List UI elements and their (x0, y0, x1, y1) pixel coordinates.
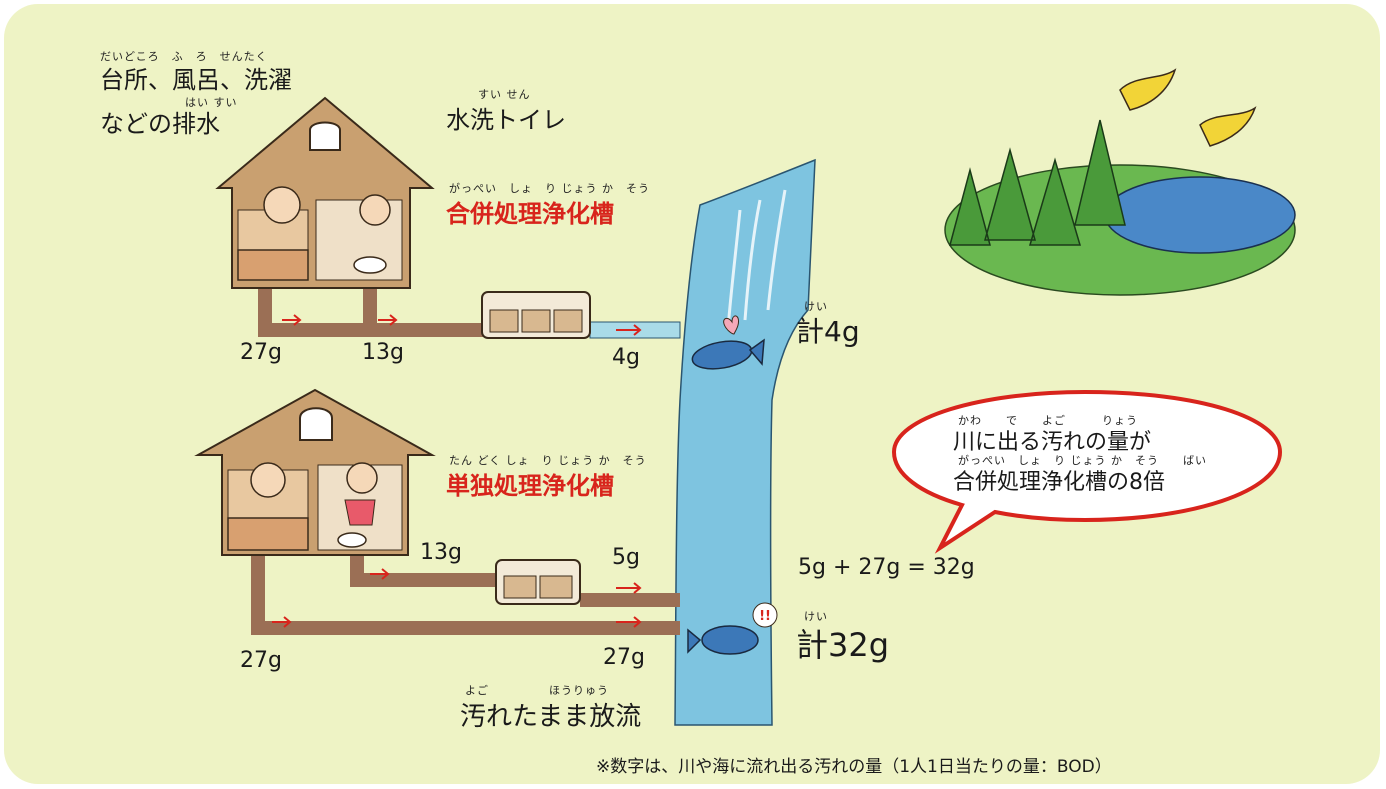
amount-house2-toilet: 13g (420, 540, 462, 565)
flow-arrows (272, 314, 642, 628)
amount-house1-kitchen: 27g (240, 340, 282, 365)
pipe-house1-kitchen (258, 288, 490, 337)
bubble-line2-ruby: がっぺい しょ り じょう か そう ばい (958, 454, 1207, 467)
combined-tank-ruby: がっぺい しょ り じょう か そう (449, 182, 650, 195)
forest-pond-illustration (944, 68, 1296, 296)
total1-label: 計4g (796, 315, 860, 348)
bubble-line2: 合併処理浄化槽の8倍 (953, 470, 1165, 495)
kitchen-label-line2: などの排水 (100, 110, 220, 138)
kitchen-ruby: だいどころ ふ ろ せんたく (100, 50, 268, 63)
amount-house2-kitchen-out: 27g (603, 645, 645, 670)
distressed-fish-icon: !! (687, 602, 778, 655)
single-tank-ruby: たん どく しょ り じょう か そう (449, 454, 647, 467)
combined-tank-icon (481, 291, 591, 339)
total2-ruby: けい (804, 610, 828, 623)
amount-house2-kitchen: 27g (240, 648, 282, 673)
amount-house2-out: 5g (612, 545, 640, 570)
footnote: ※数字は、川や海に流れ出る汚れの量（1人1日当たりの量：BOD） (596, 757, 1112, 777)
speech-bubble (891, 389, 1283, 554)
total1-ruby: けい (804, 300, 828, 313)
bubble-line1: 川に出る汚れの量が (953, 430, 1152, 455)
river (674, 158, 816, 726)
combined-tank-label: 合併処理浄化槽 (446, 200, 614, 228)
equation-label: 5g + 27g = 32g (798, 555, 975, 580)
single-tank-icon (495, 559, 581, 605)
pipe-house2-kitchen (251, 555, 680, 635)
kitchen-label-line1: 台所、風呂、洗濯 (100, 66, 292, 94)
single-tank-label: 単独処理浄化槽 (446, 472, 614, 500)
amount-house1-toilet: 13g (362, 340, 404, 365)
untreated-label: 汚れたまま放流 (460, 702, 642, 732)
untreated-ruby: よご ほうりゅう (465, 684, 609, 697)
kitchen-line2-ruby: はい すい (185, 96, 238, 109)
toilet-ruby: すい せん (478, 88, 531, 101)
happy-fish-icon (691, 315, 765, 370)
total2-label: 計32g (796, 626, 890, 664)
bubble-line1-ruby: かわ で よご りょう (958, 414, 1138, 427)
svg-text:!!: !! (759, 609, 771, 624)
amount-house1-out: 4g (612, 345, 640, 370)
house-2 (194, 388, 436, 556)
pipe-house2-toilet (350, 555, 500, 587)
house-1 (215, 96, 435, 289)
toilet-label: 水洗トイレ (446, 106, 566, 134)
